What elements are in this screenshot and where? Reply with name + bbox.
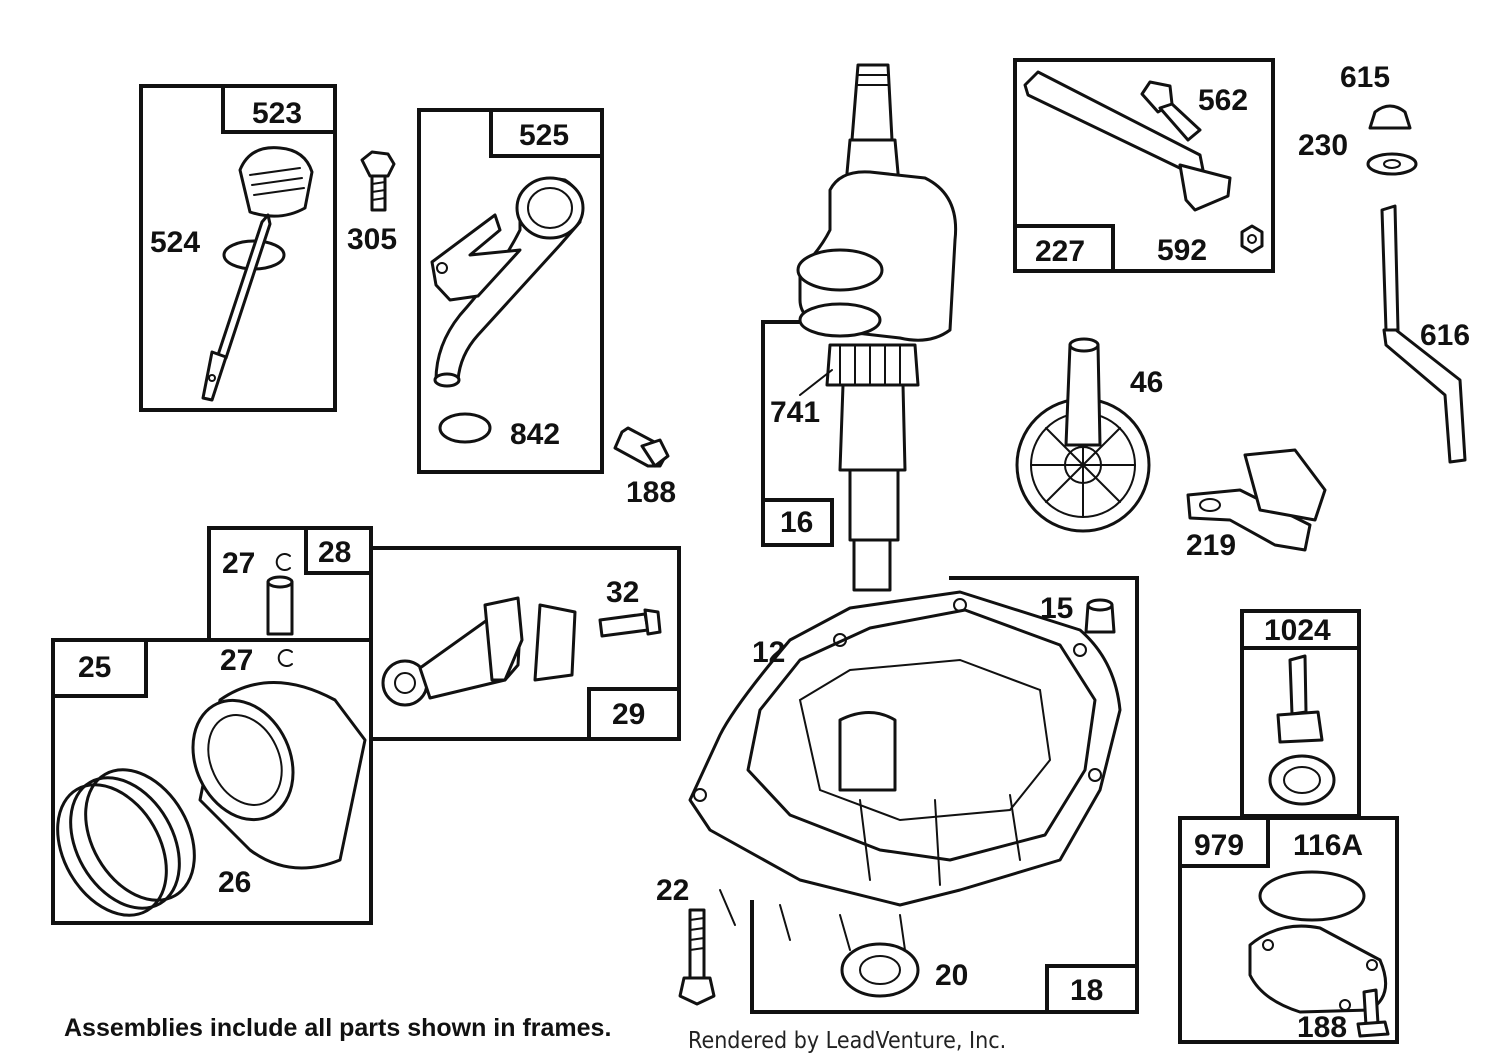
label-27-bottom: 27	[220, 644, 253, 677]
label-25: 25	[78, 651, 111, 684]
assemblies-note: Assemblies include all parts shown in fr…	[64, 1014, 612, 1042]
label-188-top: 188	[626, 476, 676, 509]
camshaft-46	[1015, 337, 1151, 533]
label-615: 615	[1340, 61, 1390, 94]
dipstick-524	[201, 146, 314, 402]
governor-shaft-616	[1380, 204, 1467, 464]
clip-27-bottom	[277, 649, 293, 667]
frame-18: 18	[750, 576, 1139, 1014]
label-523: 523	[252, 97, 302, 130]
label-20: 20	[935, 959, 968, 992]
bolt-188-cover	[1356, 988, 1390, 1038]
nut-615	[1368, 104, 1412, 130]
label-29: 29	[612, 698, 645, 731]
label-22: 22	[656, 874, 689, 907]
oil-seal-20	[840, 942, 920, 998]
label-32: 32	[606, 576, 639, 609]
bolt-32	[598, 608, 662, 638]
label-188-bottom: 188	[1297, 1011, 1347, 1044]
pump-cover	[1248, 924, 1388, 1014]
label-116a: 116A	[1293, 829, 1363, 862]
governor-lever-227	[1023, 70, 1232, 212]
bolt-188	[613, 426, 670, 468]
bolt-22	[678, 908, 716, 1006]
label-230: 230	[1298, 129, 1348, 162]
connecting-rod-29	[381, 596, 577, 707]
clip-27-top	[275, 553, 291, 571]
label-562: 562	[1198, 84, 1248, 117]
label-741: 741	[770, 396, 820, 429]
engine-sump-12	[688, 590, 1122, 951]
label-979: 979	[1194, 829, 1244, 862]
label-16: 16	[780, 506, 813, 539]
nut-592	[1240, 224, 1264, 254]
piston-rings-26	[56, 768, 196, 917]
governor-219	[1186, 448, 1327, 552]
label-616: 616	[1420, 319, 1470, 352]
label-1024: 1024	[1264, 614, 1331, 647]
plug-15	[1084, 598, 1116, 634]
label-15: 15	[1040, 592, 1073, 625]
frame-16: 16	[761, 320, 834, 547]
label-12: 12	[752, 636, 785, 669]
oil-fill-tube	[430, 176, 585, 444]
label-524: 524	[150, 226, 200, 259]
label-227: 227	[1035, 235, 1085, 268]
o-ring-116a	[1258, 870, 1366, 922]
washer-230	[1366, 152, 1418, 176]
frame-525: 525	[417, 108, 604, 474]
piston-25	[191, 681, 367, 870]
label-28: 28	[318, 536, 351, 569]
frame-979: 979	[1178, 816, 1399, 1044]
label-46: 46	[1130, 366, 1163, 399]
label-842: 842	[510, 418, 560, 451]
frame-523: 523	[139, 84, 337, 412]
render-credit: Rendered by LeadVenture, Inc.	[688, 1028, 1007, 1054]
bolt-305	[360, 150, 396, 212]
frame-25: 25	[51, 638, 373, 925]
piston-pin	[266, 575, 294, 636]
label-305: 305	[347, 223, 397, 256]
label-592: 592	[1157, 234, 1207, 267]
oil-pump-1024	[1268, 654, 1336, 806]
label-26: 26	[218, 866, 251, 899]
bolt-562	[1140, 80, 1202, 142]
label-219: 219	[1186, 529, 1236, 562]
frame-227: 227	[1013, 58, 1275, 273]
label-27-top: 27	[222, 547, 255, 580]
leader-741	[799, 369, 833, 396]
label-525: 525	[519, 119, 569, 152]
crankshaft-741	[796, 63, 958, 592]
label-18: 18	[1070, 974, 1103, 1007]
